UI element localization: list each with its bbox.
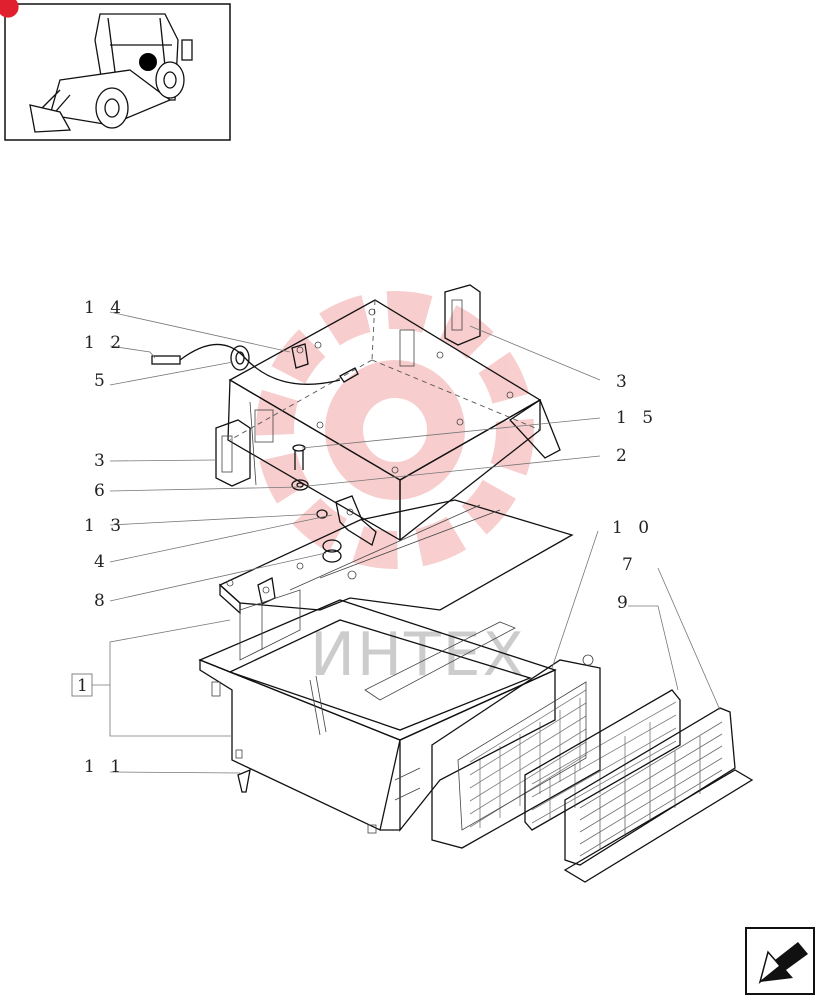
callout-2: 2 xyxy=(616,446,632,466)
grille-panel xyxy=(563,707,754,883)
callout-4: 4 xyxy=(94,552,110,572)
callout-14: 1 4 xyxy=(84,298,126,318)
leader-lines xyxy=(92,311,721,774)
callout-6: 6 xyxy=(94,481,110,501)
knob-part xyxy=(322,539,342,563)
callout-15: 1 5 xyxy=(616,408,658,428)
callout-12: 1 2 xyxy=(84,333,126,353)
housing-box xyxy=(198,589,557,834)
corner-marker xyxy=(0,0,19,18)
grommet-block-left xyxy=(215,419,251,487)
callout-10: 1 0 xyxy=(612,518,654,538)
prev-page-button[interactable] xyxy=(745,927,815,995)
callout-9: 9 xyxy=(617,593,633,613)
clip-part xyxy=(291,343,309,369)
prev-page-arrow-icon xyxy=(758,942,808,985)
callout-8: 8 xyxy=(94,591,110,611)
location-marker xyxy=(139,53,157,71)
watermark-text: ИНТЕХ xyxy=(310,620,526,690)
filter-element xyxy=(524,689,681,831)
cable-assembly xyxy=(151,343,359,385)
machine-thumbnail[interactable] xyxy=(0,0,231,141)
callout-3-left: 3 xyxy=(94,451,110,471)
callout-13: 1 3 xyxy=(84,516,126,536)
backhoe-loader-icon xyxy=(29,13,193,133)
grommet-block-right xyxy=(444,284,481,346)
callout-labels: 1 4 1 2 5 3 1 5 3 2 6 1 3 4 8 1 0 7 9 1 … xyxy=(71,298,658,777)
callout-11: 1 1 xyxy=(84,757,126,777)
upper-cover-plate xyxy=(227,299,561,542)
callout-5: 5 xyxy=(94,371,110,391)
callout-7: 7 xyxy=(622,555,638,575)
callout-1-box xyxy=(71,673,93,697)
hinge-pin-part xyxy=(237,768,251,793)
callout-1: 1 xyxy=(77,676,93,696)
callout-3-right: 3 xyxy=(616,372,632,392)
floor-panel xyxy=(218,499,574,615)
latch-bracket xyxy=(335,495,377,546)
